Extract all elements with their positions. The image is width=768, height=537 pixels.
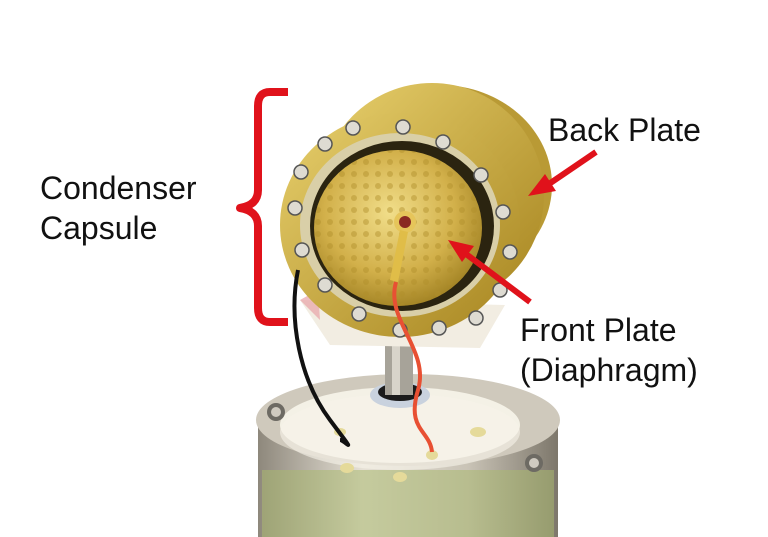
condenser-capsule-label-line2: Capsule (40, 210, 158, 246)
microphone-body (256, 374, 560, 537)
condenser-capsule-label-line1: Condenser (40, 170, 197, 206)
ring-screws (287, 119, 518, 338)
capsule-stem (370, 345, 430, 408)
front-plate-label-line1: Front Plate (520, 312, 677, 348)
black-wire (292, 269, 351, 447)
front-plate-label-line2: (Diaphragm) (520, 352, 698, 388)
back-plate-label: Back Plate (548, 112, 701, 148)
front-plate-diaphragm (314, 150, 482, 306)
back-plate-arrow (528, 149, 598, 196)
front-plate-arrow (448, 240, 532, 305)
capsule-brace (236, 88, 288, 326)
red-wire (392, 281, 434, 453)
